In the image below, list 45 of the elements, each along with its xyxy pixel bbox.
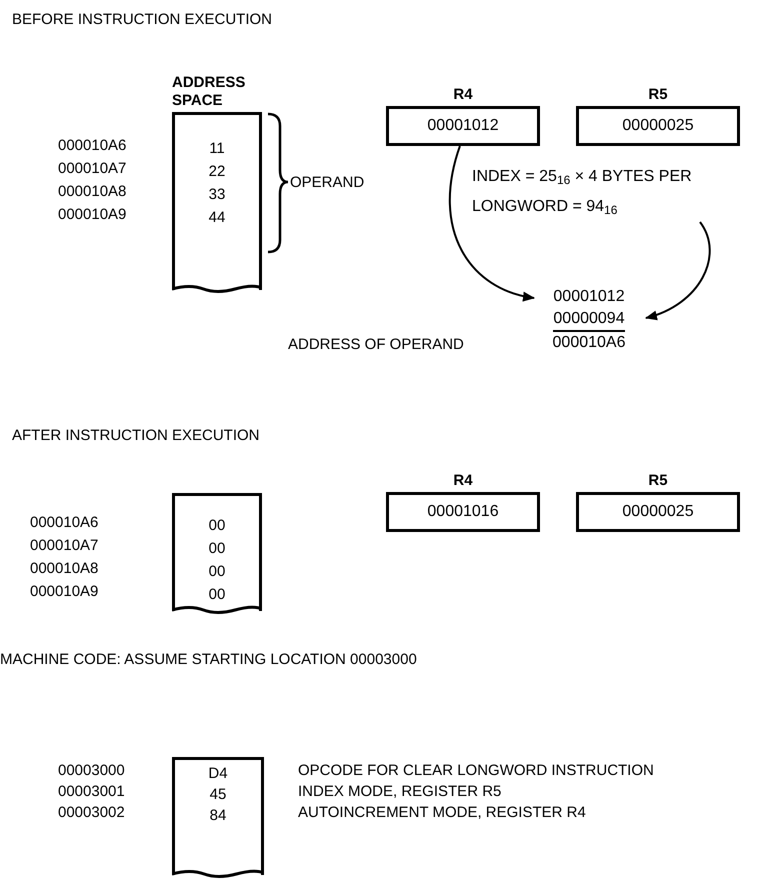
memory-address: 000010A7 xyxy=(30,536,98,556)
memory-address: 00003001 xyxy=(58,782,125,802)
register-name: R5 xyxy=(648,471,668,491)
curved-arrow xyxy=(645,221,711,320)
memory-value: 45 xyxy=(210,785,226,805)
sum-value: 00001012 xyxy=(553,287,625,307)
register-value: 00001016 xyxy=(427,502,499,522)
memory-value: 00 xyxy=(208,585,226,605)
column-heading: ADDRESS SPACE xyxy=(172,74,246,110)
register-value: 00000025 xyxy=(622,502,694,522)
memory-address: 000010A6 xyxy=(58,136,126,156)
memory-address: 000010A7 xyxy=(58,159,126,179)
memory-address: 000010A8 xyxy=(30,559,98,579)
memory-address: 00003000 xyxy=(58,761,125,781)
register-name: R5 xyxy=(648,85,668,105)
section-heading: BEFORE INSTRUCTION EXECUTION xyxy=(12,10,272,30)
memory-value: 22 xyxy=(208,162,226,182)
sum-value: 000010A6 xyxy=(552,333,626,353)
annotation-text: OPCODE FOR CLEAR LONGWORD INSTRUCTION xyxy=(298,761,654,781)
sum-value: 00000094 xyxy=(553,308,625,332)
memory-address: 000010A8 xyxy=(58,182,126,202)
annotation-text: AUTOINCREMENT MODE, REGISTER R4 xyxy=(298,803,586,823)
memory-value: 44 xyxy=(208,208,226,228)
memory-address: 00003002 xyxy=(58,803,125,823)
register-value: 00000025 xyxy=(622,116,694,136)
memory-value: 33 xyxy=(208,185,226,205)
memory-value: 00 xyxy=(208,562,226,582)
memory-address: 000010A9 xyxy=(58,205,126,225)
register-name: R4 xyxy=(453,471,473,491)
register-value: 00001012 xyxy=(427,116,499,136)
section-heading: AFTER INSTRUCTION EXECUTION xyxy=(12,426,260,446)
register-name: R4 xyxy=(453,85,473,105)
memory-value: 00 xyxy=(208,539,226,559)
memory-value: D4 xyxy=(208,764,228,784)
curved-arrow xyxy=(448,146,535,301)
section-heading: MACHINE CODE: ASSUME STARTING LOCATION 00003000 xyxy=(0,650,417,670)
annotation-text: INDEX MODE, REGISTER R5 xyxy=(298,782,502,802)
result-caption: ADDRESS OF OPERAND xyxy=(288,335,464,355)
memory-address: 000010A6 xyxy=(30,513,98,533)
formula-text: INDEX = 25$_{16}$ × 4 BYTES PER LONGWORD = 94$_{16}$ xyxy=(472,162,776,222)
memory-address: 000010A9 xyxy=(30,582,98,602)
bracket-label: OPERAND xyxy=(290,173,364,193)
memory-value: 84 xyxy=(210,806,226,826)
memory-value: 11 xyxy=(209,139,225,159)
memory-value: 00 xyxy=(208,516,226,536)
